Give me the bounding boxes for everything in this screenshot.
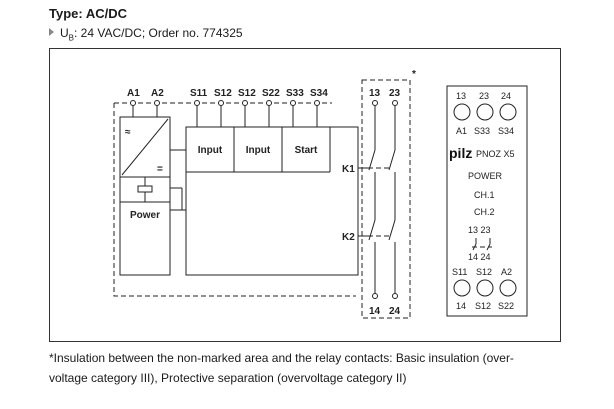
terminal-label-s34: S34 — [310, 88, 328, 99]
isolation-asterisk: * — [412, 69, 416, 80]
device-top-number-13: 13 — [456, 91, 466, 101]
device-bottom-number-s12: S12 — [475, 301, 491, 311]
led-ch2-label: CH.2 — [474, 207, 495, 217]
housing-outline — [113, 103, 356, 297]
device-model: PNOZ X5 — [476, 149, 515, 159]
led-ch1-label: CH.1 — [474, 190, 495, 200]
device-contact-top: 13 23 — [468, 225, 491, 235]
psu-ac-symbol: ≈ — [125, 127, 131, 138]
top-terminal-labels: A1 A2 S11 S12 S12 S22 S33 S34 — [127, 88, 328, 99]
contact-label-24: 24 — [389, 306, 401, 317]
device-top-number-24: 24 — [501, 91, 511, 101]
psu-logic-connection — [170, 149, 186, 211]
input-block-2: Input — [246, 145, 271, 156]
device-bottom-number-14: 14 — [456, 301, 466, 311]
relay-label-k2: K2 — [342, 232, 355, 243]
contact-label-13: 13 — [369, 88, 381, 99]
device-front-view: 13 23 24 A1 S33 S34 pilz PNOZ X5 POWER C… — [446, 85, 528, 317]
footnote-line-2: voltage category III), Protective separa… — [49, 371, 407, 385]
terminal-label-s11: S11 — [190, 88, 208, 99]
device-bottom-label-s11: S11 — [452, 267, 467, 277]
supply-symbol: U — [60, 26, 69, 40]
footnote-line-1: *Insulation between the non-marked area … — [49, 351, 514, 365]
relay-label-k1: K1 — [342, 164, 355, 175]
top-terminals — [114, 100, 332, 127]
device-bottom-label-s12: S12 — [476, 267, 492, 277]
brand-logo: pilz — [449, 145, 472, 161]
supply-voltage-line: UB: 24 VAC/DC; Order no. 774325 — [49, 26, 243, 42]
terminal-label-s22: S22 — [262, 88, 280, 99]
terminal-label-a1: A1 — [127, 88, 140, 99]
terminal-screw-icon — [453, 279, 471, 297]
triangle-bullet-icon — [49, 28, 54, 36]
output-contacts: 13 23 14 24 — [368, 88, 401, 317]
terminal-label-s12-2: S12 — [238, 88, 256, 99]
terminal-screw-icon — [453, 103, 471, 121]
terminal-label-s33: S33 — [286, 88, 304, 99]
contact-symbol-icon — [472, 238, 492, 251]
terminal-screw-icon — [476, 103, 494, 121]
insulation-footnote: *Insulation between the non-marked area … — [49, 348, 569, 388]
start-block: Start — [295, 145, 318, 156]
device-bottom-number-s22: S22 — [498, 301, 514, 311]
power-supply-module: ≈ = Power — [119, 116, 171, 276]
psu-dc-symbol: = — [157, 164, 163, 175]
terminal-screw-icon — [476, 279, 494, 297]
input-block-1: Input — [198, 145, 223, 156]
supply-subscript: B — [68, 33, 75, 43]
device-bottom-label-a2: A2 — [501, 267, 512, 277]
terminal-label-s12-1: S12 — [214, 88, 232, 99]
device-top-label-s33: S33 — [474, 126, 490, 136]
led-power-label: POWER — [468, 171, 503, 181]
isolation-region: * — [361, 69, 416, 319]
relays: K1 K2 — [342, 164, 368, 243]
fuse-icon — [137, 185, 153, 193]
device-top-label-s34: S34 — [498, 126, 514, 136]
power-block-label: Power — [130, 210, 160, 221]
logic-module: Input Input Start — [185, 126, 359, 276]
terminal-screw-icon — [499, 279, 517, 297]
diagram-frame — [49, 48, 561, 342]
device-top-number-23: 23 — [479, 91, 489, 101]
device-contact-bottom: 14 24 — [468, 252, 491, 262]
device-top-label-a1: A1 — [456, 126, 467, 136]
contact-label-14: 14 — [369, 306, 381, 317]
terminal-screw-icon — [499, 103, 517, 121]
supply-text: : 24 VAC/DC; Order no. 774325 — [74, 26, 243, 40]
contact-label-23: 23 — [389, 88, 401, 99]
terminal-label-a2: A2 — [151, 88, 164, 99]
page-title: Type: AC/DC — [49, 6, 127, 21]
